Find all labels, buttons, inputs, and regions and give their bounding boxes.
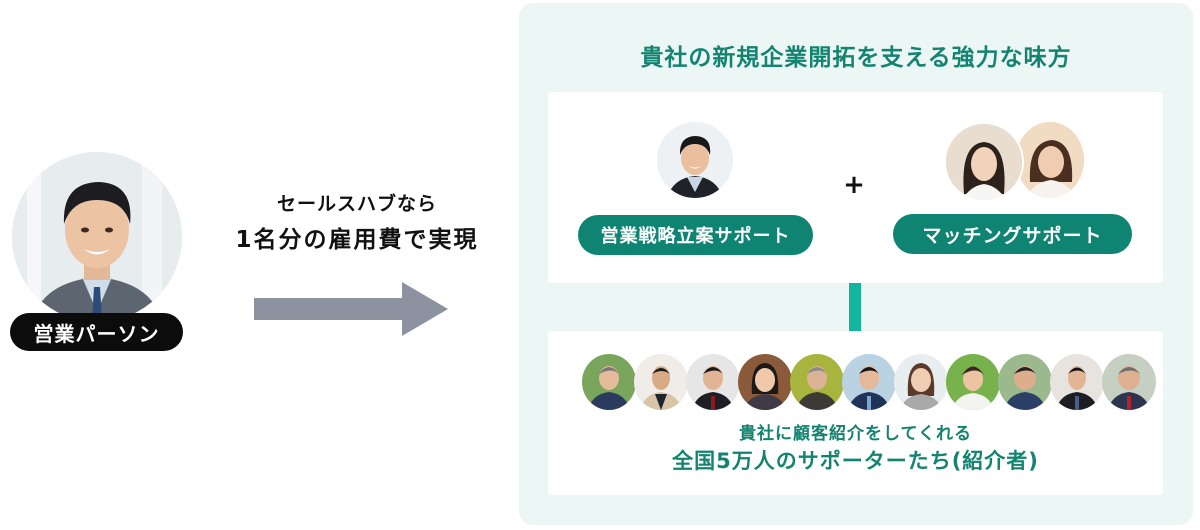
supporter-avatars: [582, 354, 1156, 410]
matching-staff-avatar-2: [1016, 122, 1084, 198]
person-icon: [796, 366, 838, 410]
person-icon: [588, 366, 630, 410]
supporter-avatar: [842, 354, 896, 410]
salesperson-label: 営業パーソン: [10, 313, 183, 351]
supporter-avatar: [790, 354, 844, 410]
person-icon: [1056, 366, 1098, 410]
person-icon: [946, 124, 1022, 200]
strategy-consultant-avatar: [657, 122, 733, 198]
plus-icon: +: [843, 170, 865, 200]
supporter-avatar: [634, 354, 688, 410]
supporters-description: 貴社に顧客紹介をしてくれる 全国5万人のサポーターたち(紹介者): [548, 422, 1163, 476]
person-icon: [12, 152, 182, 322]
supporter-avatar: [894, 354, 948, 410]
arrow-right-icon: [254, 282, 448, 336]
supporter-avatar: [686, 354, 740, 410]
person-icon: [744, 363, 786, 410]
person-icon: [657, 122, 733, 198]
person-icon: [1004, 366, 1046, 410]
panel-title: 貴社の新規企業開拓を支える強力な味方: [640, 45, 1072, 71]
person-icon: [900, 363, 942, 410]
supporter-avatar: [1050, 354, 1104, 410]
supporter-avatar: [946, 354, 1000, 410]
person-icon: [1108, 366, 1150, 410]
person-icon: [1016, 122, 1084, 198]
supporter-avatar: [738, 354, 792, 410]
supporter-avatar: [1102, 354, 1156, 410]
person-icon: [692, 366, 734, 410]
supporters-line2: 全国5万人のサポーターたち(紹介者): [672, 449, 1039, 473]
matching-support-badge: マッチングサポート: [893, 214, 1132, 254]
supporters-line1: 貴社に顧客紹介をしてくれる: [739, 424, 972, 444]
supporter-avatar: [582, 354, 636, 410]
cost-message-line1: セールスハブなら: [276, 193, 437, 215]
strategy-support-badge: 営業戦略立案サポート: [578, 215, 813, 255]
matching-staff-avatar-1: [944, 122, 1024, 202]
salesperson-avatar: [12, 152, 182, 322]
connector-line: [849, 283, 861, 331]
cost-message: セールスハブなら 1名分の雇用費で実現: [222, 190, 492, 262]
person-icon: [848, 366, 890, 410]
person-icon: [952, 366, 994, 410]
cost-message-line2: 1名分の雇用費で実現: [235, 227, 479, 253]
supporter-avatar: [998, 354, 1052, 410]
person-icon: [640, 366, 682, 410]
